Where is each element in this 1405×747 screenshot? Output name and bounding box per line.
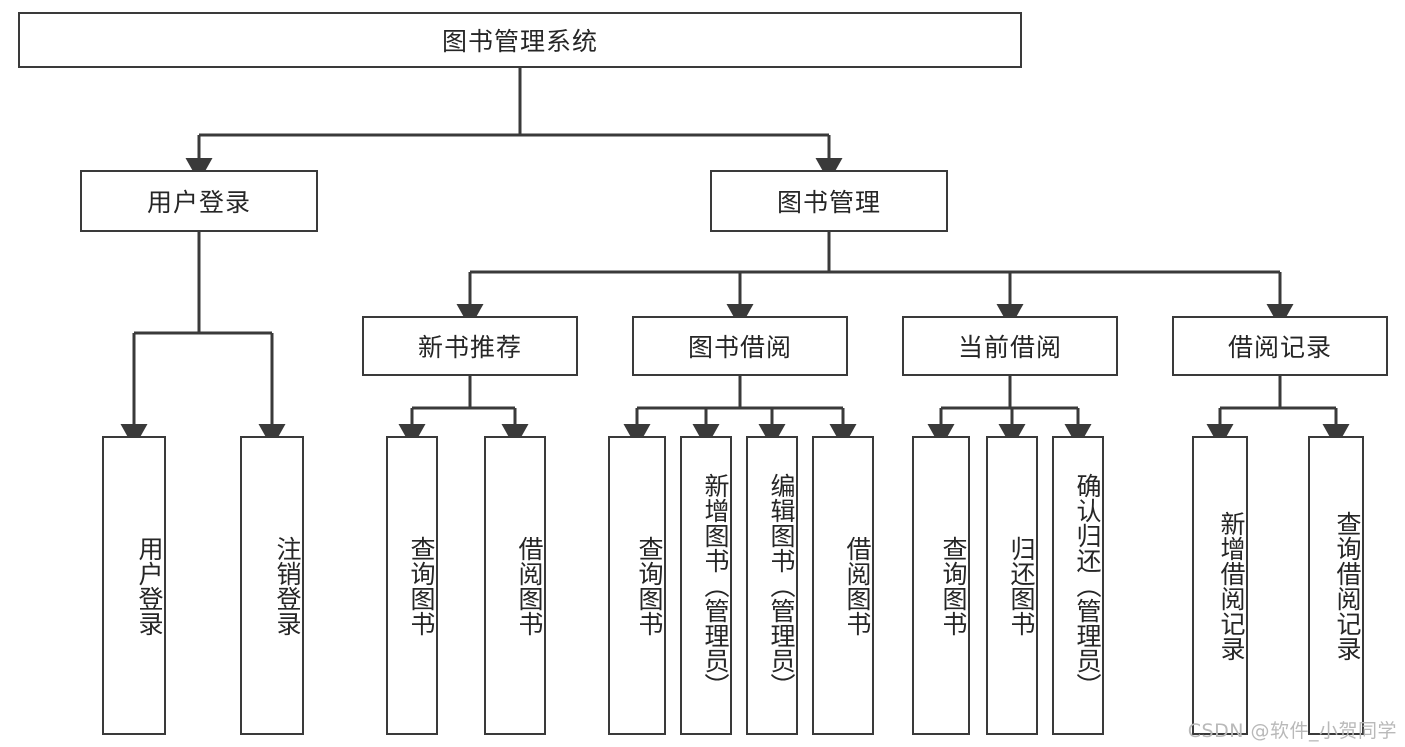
node-borrow-record[interactable]: 借阅记录 (1172, 316, 1388, 376)
node-label: 图书管理系统 (441, 27, 598, 56)
leaf-user-login[interactable]: 用户登录 (102, 436, 166, 735)
leaf-query-borrow-record[interactable]: 查询借阅记录 (1308, 436, 1364, 735)
node-book-manage[interactable]: 图书管理 (710, 170, 948, 232)
leaf-confirm-return-admin[interactable]: 确认归还（管理员） (1052, 436, 1104, 735)
node-label: 图书管理 (776, 188, 881, 217)
node-label: 新增图书（管理员） (701, 473, 730, 698)
node-label: 图书借阅 (687, 333, 792, 362)
leaf-edit-book-admin[interactable]: 编辑图书（管理员） (746, 436, 798, 735)
leaf-add-book-admin[interactable]: 新增图书（管理员） (680, 436, 732, 735)
node-label: 借阅图书 (515, 535, 544, 636)
node-label: 借阅图书 (843, 535, 872, 636)
node-current-borrow[interactable]: 当前借阅 (902, 316, 1118, 376)
node-label: 注销登录 (273, 535, 302, 636)
node-label: 查询图书 (939, 535, 968, 636)
node-label: 新增借阅记录 (1217, 510, 1246, 661)
leaf-borrow-book[interactable]: 借阅图书 (812, 436, 874, 735)
node-root[interactable]: 图书管理系统 (18, 12, 1022, 68)
node-label: 查询借阅记录 (1333, 510, 1362, 661)
node-label: 查询图书 (407, 535, 436, 636)
leaf-add-borrow-record[interactable]: 新增借阅记录 (1192, 436, 1248, 735)
leaf-return-book[interactable]: 归还图书 (986, 436, 1038, 735)
leaf-query-book-recommend[interactable]: 查询图书 (386, 436, 438, 735)
node-new-book-recommend[interactable]: 新书推荐 (362, 316, 578, 376)
node-label: 用户登录 (135, 535, 164, 636)
leaf-query-book-current[interactable]: 查询图书 (912, 436, 970, 735)
watermark: CSDN @软件_小贺同学 (1187, 720, 1397, 742)
leaf-query-book-borrow[interactable]: 查询图书 (608, 436, 666, 735)
node-label: 编辑图书（管理员） (767, 473, 796, 698)
node-label: 归还图书 (1007, 535, 1036, 636)
node-label: 用户登录 (146, 188, 251, 217)
node-label: 新书推荐 (417, 333, 522, 362)
leaf-borrow-book-recommend[interactable]: 借阅图书 (484, 436, 546, 735)
node-user-login[interactable]: 用户登录 (80, 170, 318, 232)
node-label: 确认归还（管理员） (1073, 473, 1102, 698)
node-label: 查询图书 (635, 535, 664, 636)
node-label: 当前借阅 (957, 333, 1062, 362)
node-label: 借阅记录 (1227, 333, 1332, 362)
node-book-borrow[interactable]: 图书借阅 (632, 316, 848, 376)
leaf-logout[interactable]: 注销登录 (240, 436, 304, 735)
